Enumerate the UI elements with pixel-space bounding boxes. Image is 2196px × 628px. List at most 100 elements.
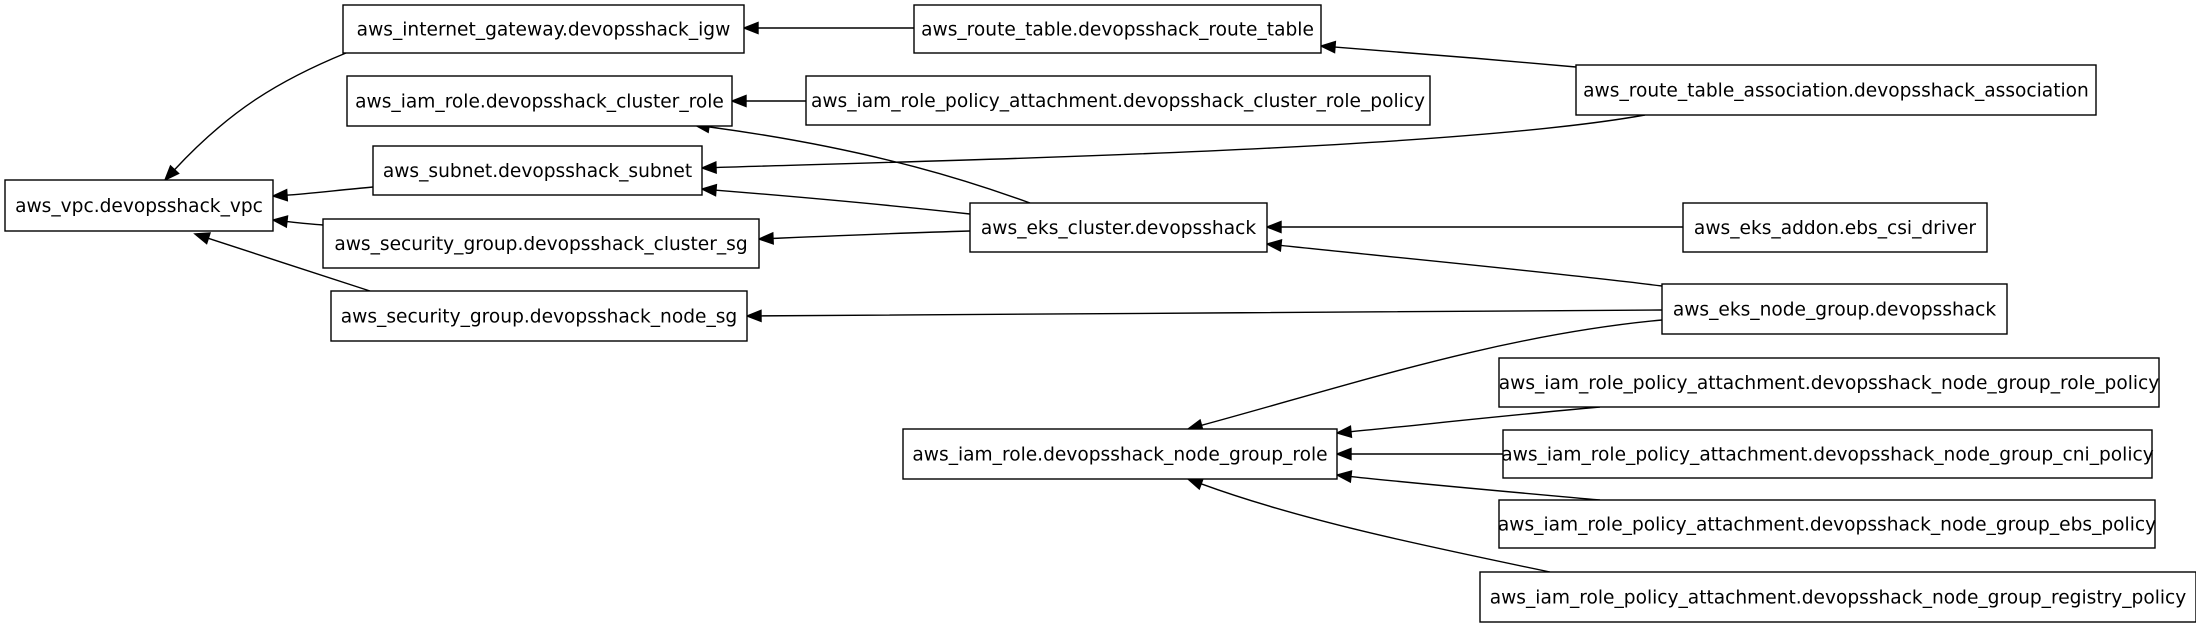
edge-line (760, 309, 1663, 317)
node-label: aws_iam_role_policy_attachment.devopssha… (1501, 445, 2154, 466)
edge-line (174, 52, 347, 171)
node-label: aws_iam_role.devopsshack_cluster_role (355, 92, 724, 113)
node-label: aws_internet_gateway.devopsshack_igw (357, 20, 731, 41)
node-label: aws_iam_role_policy_attachment.devopssha… (1499, 373, 2160, 394)
node-label: aws_security_group.devopsshack_cluster_s… (334, 234, 747, 255)
arrow-head-icon (1319, 40, 1337, 54)
node-box (1502, 429, 2153, 479)
node-box (342, 4, 745, 54)
edge-ebs_addon-to-eks_cluster (1265, 220, 1683, 234)
node-box (902, 428, 1338, 480)
nodes-layer: aws_vpc.devopsshack_vpc aws_internet_gate… (4, 4, 2196, 623)
node-label: aws_vpc.devopsshack_vpc (15, 196, 263, 217)
node-box (346, 75, 733, 127)
arrow-head-icon (730, 94, 747, 108)
node-box (969, 202, 1268, 253)
arrow-head-icon (1186, 477, 1205, 491)
node-subnet[interactable]: aws_subnet.devopsshack_subnet (372, 145, 703, 196)
node-box (372, 145, 703, 196)
edge-eks_cluster-to-cluster_sg (757, 230, 971, 245)
edge-node_group-to-eks_cluster (1265, 239, 1663, 287)
edge-line (1280, 244, 1663, 287)
node-box (1498, 499, 2156, 549)
node-node-sg[interactable]: aws_security_group.devopsshack_node_sg (330, 290, 748, 342)
arrow-head-icon (1335, 470, 1353, 484)
node-box (330, 290, 748, 342)
edge-line (286, 220, 324, 226)
node-box (1479, 571, 2196, 623)
node-label: aws_route_table.devopsshack_route_table (921, 20, 1314, 41)
edge-line (1350, 406, 1601, 433)
node-box (1661, 283, 2008, 335)
node-label: aws_eks_addon.ebs_csi_driver (1694, 218, 1977, 239)
node-ng-cni-policy[interactable]: aws_iam_role_policy_attachment.devopssha… (1501, 429, 2154, 479)
arrow-head-icon (1335, 425, 1353, 439)
edge-rt_assoc-to-route_table (1319, 40, 1577, 68)
arrow-head-icon (700, 183, 718, 197)
node-node-group-role[interactable]: aws_iam_role.devopsshack_node_group_role (902, 428, 1338, 480)
node-eks-cluster[interactable]: aws_eks_cluster.devopsshack (969, 202, 1268, 253)
node-label: aws_eks_cluster.devopsshack (981, 218, 1256, 239)
node-ng-ebs-policy[interactable]: aws_iam_role_policy_attachment.devopssha… (1498, 499, 2156, 549)
node-rt-assoc[interactable]: aws_route_table_association.devopsshack_… (1575, 64, 2097, 116)
edge-route_table-to-igw (742, 21, 914, 35)
edge-line (1350, 475, 1601, 501)
node-ebs-addon[interactable]: aws_eks_addon.ebs_csi_driver (1682, 202, 1988, 253)
edge-ng_ebs_policy-to-node_group_role (1335, 470, 1601, 501)
edge-cluster_sg-to-vpc (271, 215, 324, 229)
edge-line (708, 126, 1031, 204)
node-node-group[interactable]: aws_eks_node_group.devopsshack (1661, 283, 2008, 335)
arrow-head-icon (163, 164, 180, 182)
node-box (805, 75, 1431, 126)
node-label: aws_route_table_association.devopsshack_… (1583, 81, 2089, 102)
arrow-head-icon (1335, 447, 1352, 461)
edge-line (772, 230, 971, 240)
arrow-head-icon (700, 161, 717, 175)
node-label: aws_iam_role.devopsshack_node_group_role (912, 445, 1327, 466)
node-label: aws_iam_role_policy_attachment.devopssha… (1490, 588, 2187, 609)
edge-ng_cni_policy-to-node_group_role (1335, 447, 1504, 461)
edge-ng_registry_policy-to-node_group_role (1186, 477, 1551, 573)
edge-line (1334, 46, 1577, 68)
node-box (913, 4, 1322, 54)
node-label: aws_subnet.devopsshack_subnet (383, 161, 692, 182)
node-vpc[interactable]: aws_vpc.devopsshack_vpc (4, 179, 274, 232)
arrow-head-icon (1265, 220, 1282, 234)
edge-igw-to-vpc (163, 52, 347, 182)
node-box (1682, 202, 1988, 253)
edge-line (715, 189, 971, 215)
edge-line (286, 186, 374, 196)
edges-layer (163, 21, 1683, 573)
node-cluster-sg[interactable]: aws_security_group.devopsshack_cluster_s… (322, 218, 760, 269)
edge-node_sg-to-vpc (193, 232, 371, 292)
edge-subnet-to-vpc (271, 186, 374, 202)
node-label: aws_eks_node_group.devopsshack (1673, 300, 1997, 321)
node-route-table[interactable]: aws_route_table.devopsshack_route_table (913, 4, 1322, 54)
arrow-head-icon (757, 231, 774, 245)
node-label: aws_iam_role_policy_attachment.devopssha… (1498, 515, 2156, 536)
arrow-head-icon (271, 188, 289, 202)
node-cluster-role[interactable]: aws_iam_role.devopsshack_cluster_role (346, 75, 733, 127)
node-cluster-role-policy[interactable]: aws_iam_role_policy_attachment.devopssha… (805, 75, 1431, 126)
arrow-head-icon (271, 215, 289, 229)
node-box (322, 218, 760, 269)
node-igw[interactable]: aws_internet_gateway.devopsshack_igw (342, 4, 745, 54)
edge-line (1200, 483, 1551, 573)
node-box (1498, 357, 2160, 408)
edge-line (208, 237, 371, 292)
node-ng-registry-policy[interactable]: aws_iam_role_policy_attachment.devopssha… (1479, 571, 2196, 623)
node-ng-role-policy[interactable]: aws_iam_role_policy_attachment.devopssha… (1498, 357, 2160, 408)
arrow-head-icon (193, 232, 211, 245)
edge-ng_role_policy-to-node_group_role (1335, 406, 1601, 439)
edge-node_group-to-node_sg (745, 309, 1663, 323)
edge-eks_cluster-to-subnet (700, 183, 971, 215)
edge-rt_assoc-to-subnet (700, 114, 1646, 175)
node-box (4, 179, 274, 232)
arrow-head-icon (1265, 239, 1283, 253)
edge-line (1201, 319, 1663, 427)
edge-cluster_role_policy-to-cluster_role (730, 94, 807, 108)
arrow-head-icon (745, 309, 762, 323)
node-label: aws_security_group.devopsshack_node_sg (341, 307, 738, 328)
node-box (1575, 64, 2097, 116)
